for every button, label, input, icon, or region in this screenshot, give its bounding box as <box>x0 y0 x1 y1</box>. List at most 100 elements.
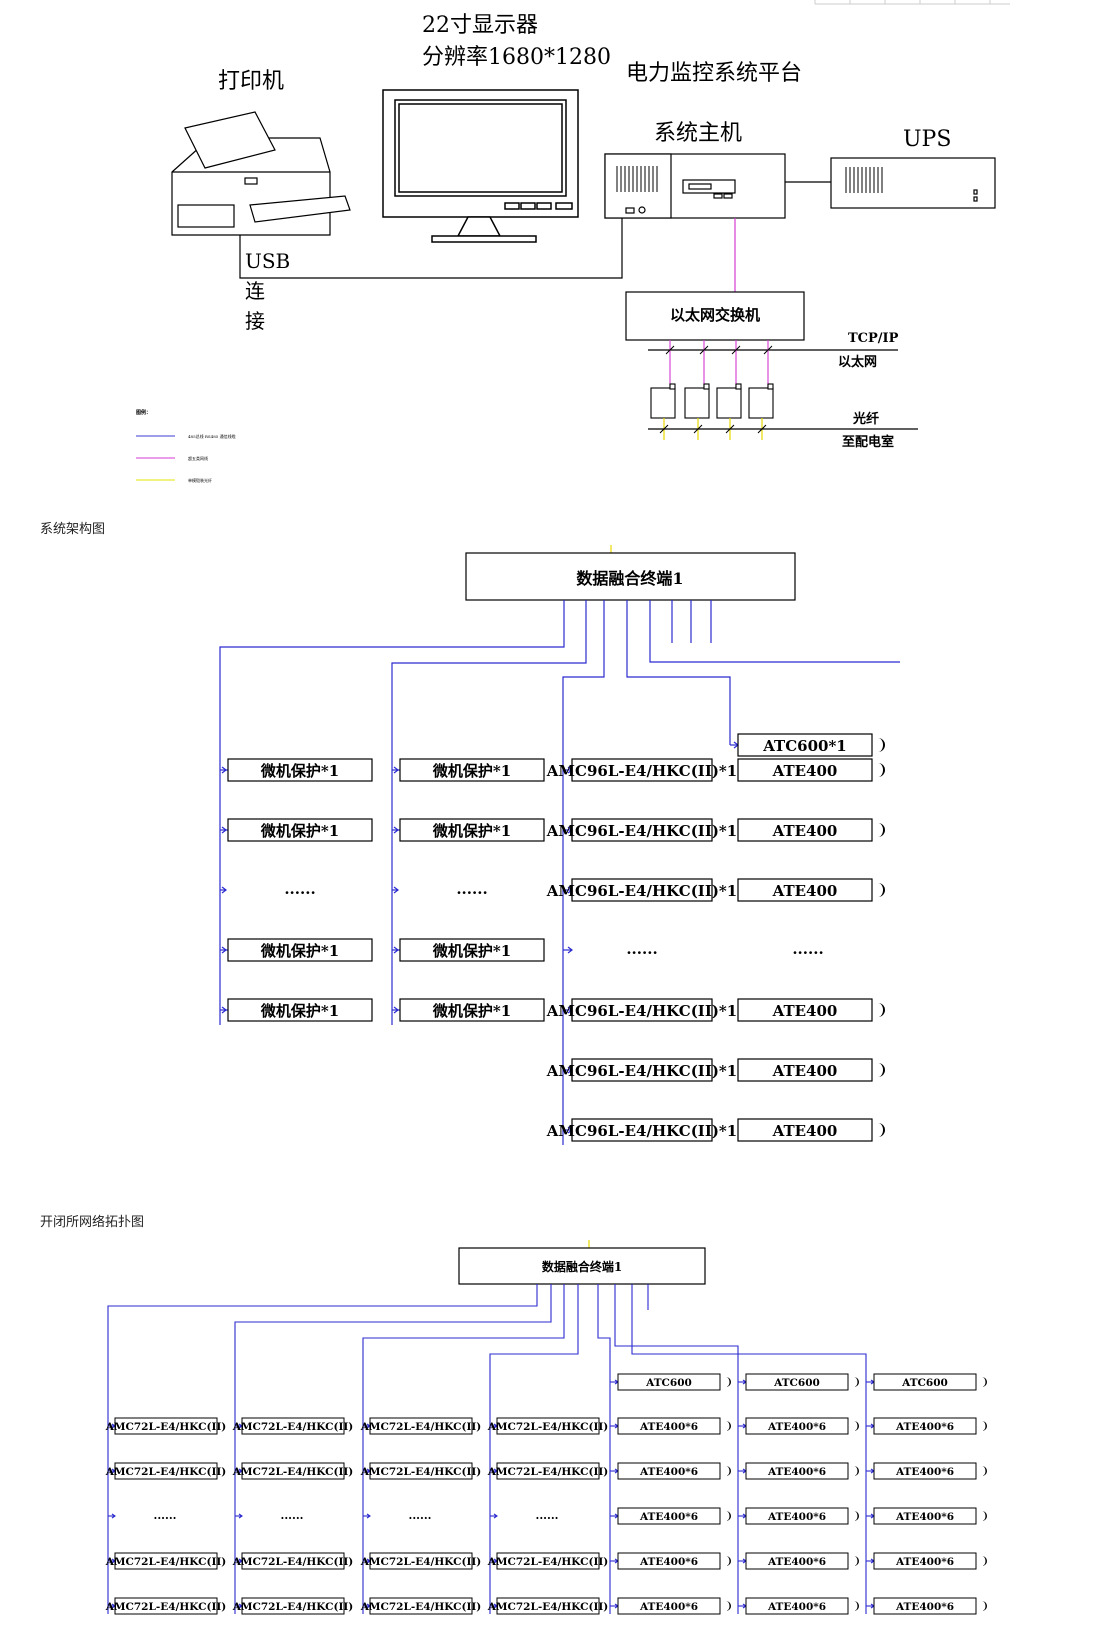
ate-col2-item-3-label: ATE400*6 <box>767 1466 826 1478</box>
col3-item-1-label: AMC96L-E4/HKC(II)*1 <box>546 762 737 780</box>
col4-item-3-label: ATE400 <box>772 882 838 900</box>
amc-col1-item-1-label: AMC72L-E4/HKC(II) <box>105 1421 227 1433</box>
amc-col2-item-2: AMC72L-E4/HKC(II) <box>232 1462 354 1480</box>
terminator-icon <box>878 883 885 897</box>
ate-col2-item-3: ATE400*6 <box>745 1462 849 1480</box>
col4-item-7: ATE400 <box>737 1118 873 1142</box>
caption-system-architecture: 系统架构图 <box>40 521 106 536</box>
tcpip-label: TCP/IP <box>848 331 899 346</box>
amc-col3-item-5: AMC72L-E4/HKC(II) <box>360 1597 481 1615</box>
ate-col1-item-4: ATE400*6 <box>617 1507 721 1525</box>
terminator-icon <box>982 1466 987 1476</box>
legend-text-bus: 485总线 RS485 通信线缆 <box>188 433 236 439</box>
amc-col2-item-5: AMC72L-E4/HKC(II) <box>232 1597 354 1615</box>
ate-col1-item-2-label: ATE400*6 <box>639 1421 698 1433</box>
col2-item-4-label: 微机保护*1 <box>432 942 511 960</box>
ate-col3-item-1-label: ATC600 <box>901 1377 948 1389</box>
col4-ellipsis: ...... <box>792 940 823 958</box>
ate-col3-item-6-label: ATE400*6 <box>895 1601 954 1613</box>
converter-4 <box>748 387 774 419</box>
ate-col3-item-3-label: ATE400*6 <box>895 1466 954 1478</box>
amc-col2-item-1: AMC72L-E4/HKC(II) <box>232 1417 354 1435</box>
col4-item-2: ATE400 <box>737 818 873 842</box>
col4-item-1: ATE400 <box>737 758 873 782</box>
col4-item-5: ATE400 <box>737 998 873 1022</box>
col3-item-2: AMC96L-E4/HKC(II)*1 <box>546 818 737 842</box>
amc-col2-item-1-label: AMC72L-E4/HKC(II) <box>232 1421 354 1433</box>
col1-item-2-label: 微机保护*1 <box>260 822 339 840</box>
terminator-icon <box>726 1377 731 1387</box>
col2-item-4: 微机保护*1 <box>399 938 545 962</box>
amc-col2-item-5-label: AMC72L-E4/HKC(II) <box>232 1601 354 1613</box>
col3-item-7: AMC96L-E4/HKC(II)*1 <box>546 1118 737 1142</box>
legend: 图例： 485总线 RS485 通信线缆 超五类网线 单模铠装光纤 <box>136 409 236 483</box>
ate-col2-item-5: ATE400*6 <box>745 1552 849 1570</box>
col1-item-1: 微机保护*1 <box>227 758 373 782</box>
legend-title: 图例： <box>136 409 151 416</box>
terminator-icon <box>878 1003 885 1017</box>
ate-col1-item-6: ATE400*6 <box>617 1597 721 1615</box>
amc-col4-item-4: AMC72L-E4/HKC(II) <box>487 1552 609 1570</box>
usb-label: USB <box>245 249 290 273</box>
terminator-icon <box>982 1511 987 1521</box>
converter-1 <box>650 387 676 419</box>
ate-col2-item-4: ATE400*6 <box>745 1507 849 1525</box>
terminator-icon <box>878 738 885 752</box>
amc-col1-ellipsis: ...... <box>154 1509 177 1522</box>
ate-col1-item-6-label: ATE400*6 <box>639 1601 698 1613</box>
ethernet-switch-box: 以太网交换机 <box>625 291 805 341</box>
amc-col1-item-2: AMC72L-E4/HKC(II) <box>105 1462 226 1480</box>
col1-ellipsis: ...... <box>284 880 315 898</box>
col3-ellipsis: ...... <box>626 940 657 958</box>
col4-item-6: ATE400 <box>737 1058 873 1082</box>
terminator-icon <box>854 1601 859 1611</box>
col3-item-5-label: AMC96L-E4/HKC(II)*1 <box>546 1002 737 1020</box>
usb-label-2: 连 <box>245 279 265 303</box>
system-architecture-diagram: 22寸显示器 分辨率1680*1280 打印机 电力监控系统平台 系统主机 UP… <box>136 0 1010 483</box>
col3-item-3: AMC96L-E4/HKC(II)*1 <box>546 878 737 902</box>
terminal-label-2: 数据融合终端1 <box>542 1259 622 1274</box>
ate-col3-item-2-label: ATE400*6 <box>895 1421 954 1433</box>
ate-col2-item-1-label: ATC600 <box>773 1377 820 1389</box>
col2-item-1-label: 微机保护*1 <box>432 762 511 780</box>
terminator-icon <box>854 1556 859 1566</box>
printer-label: 打印机 <box>218 69 284 94</box>
col3-item-5: AMC96L-E4/HKC(II)*1 <box>546 998 737 1022</box>
ate-col2-item-4-label: ATE400*6 <box>767 1511 826 1523</box>
atc600-box: ATC600*1 <box>737 733 873 757</box>
ate-col2-item-6: ATE400*6 <box>745 1597 849 1615</box>
col2-item-2: 微机保护*1 <box>399 818 545 842</box>
col2-item-2-label: 微机保护*1 <box>432 822 511 840</box>
amc-col1-item-4: AMC72L-E4/HKC(II) <box>105 1552 227 1570</box>
terminator-icon <box>982 1556 987 1566</box>
col1-item-4: 微机保护*1 <box>227 938 373 962</box>
platform-label: 电力监控系统平台 <box>626 61 802 86</box>
ate-col3-item-1: ATC600 <box>873 1373 977 1391</box>
terminator-icon <box>854 1421 859 1431</box>
amc-col3-item-1-label: AMC72L-E4/HKC(II) <box>360 1421 482 1433</box>
terminator-icon <box>982 1421 987 1431</box>
amc-col1-item-4-label: AMC72L-E4/HKC(II) <box>105 1556 227 1568</box>
ups-icon <box>830 157 996 209</box>
col3-item-6-label: AMC96L-E4/HKC(II)*1 <box>546 1062 737 1080</box>
ups-label: UPS <box>903 127 951 152</box>
ate-col2-item-2: ATE400*6 <box>745 1417 849 1435</box>
amc-col4-item-1-label: AMC72L-E4/HKC(II) <box>487 1421 609 1433</box>
host-label: 系统主机 <box>654 121 742 146</box>
col3-item-3-label: AMC96L-E4/HKC(II)*1 <box>546 882 737 900</box>
ate-col2-item-2-label: ATE400*6 <box>767 1421 826 1433</box>
terminator-icon <box>878 763 885 777</box>
amc-col3-item-4: AMC72L-E4/HKC(II) <box>360 1552 481 1570</box>
amc-col1-item-5-label: AMC72L-E4/HKC(II) <box>105 1601 227 1613</box>
amc-col4-item-4-label: AMC72L-E4/HKC(II) <box>487 1556 609 1568</box>
ate-col3-item-3: ATE400*6 <box>873 1462 977 1480</box>
amc-col2-item-2-label: AMC72L-E4/HKC(II) <box>232 1466 354 1478</box>
monitor-icon <box>382 89 579 243</box>
converter-3 <box>716 387 742 419</box>
terminator-icon <box>982 1377 987 1387</box>
ate-col3-item-5-label: ATE400*6 <box>895 1556 954 1568</box>
printer-icon <box>171 111 351 236</box>
col1-item-5: 微机保护*1 <box>227 998 373 1022</box>
amc-col4-ellipsis: ...... <box>536 1509 559 1522</box>
col4-item-5-label: ATE400 <box>772 1002 838 1020</box>
